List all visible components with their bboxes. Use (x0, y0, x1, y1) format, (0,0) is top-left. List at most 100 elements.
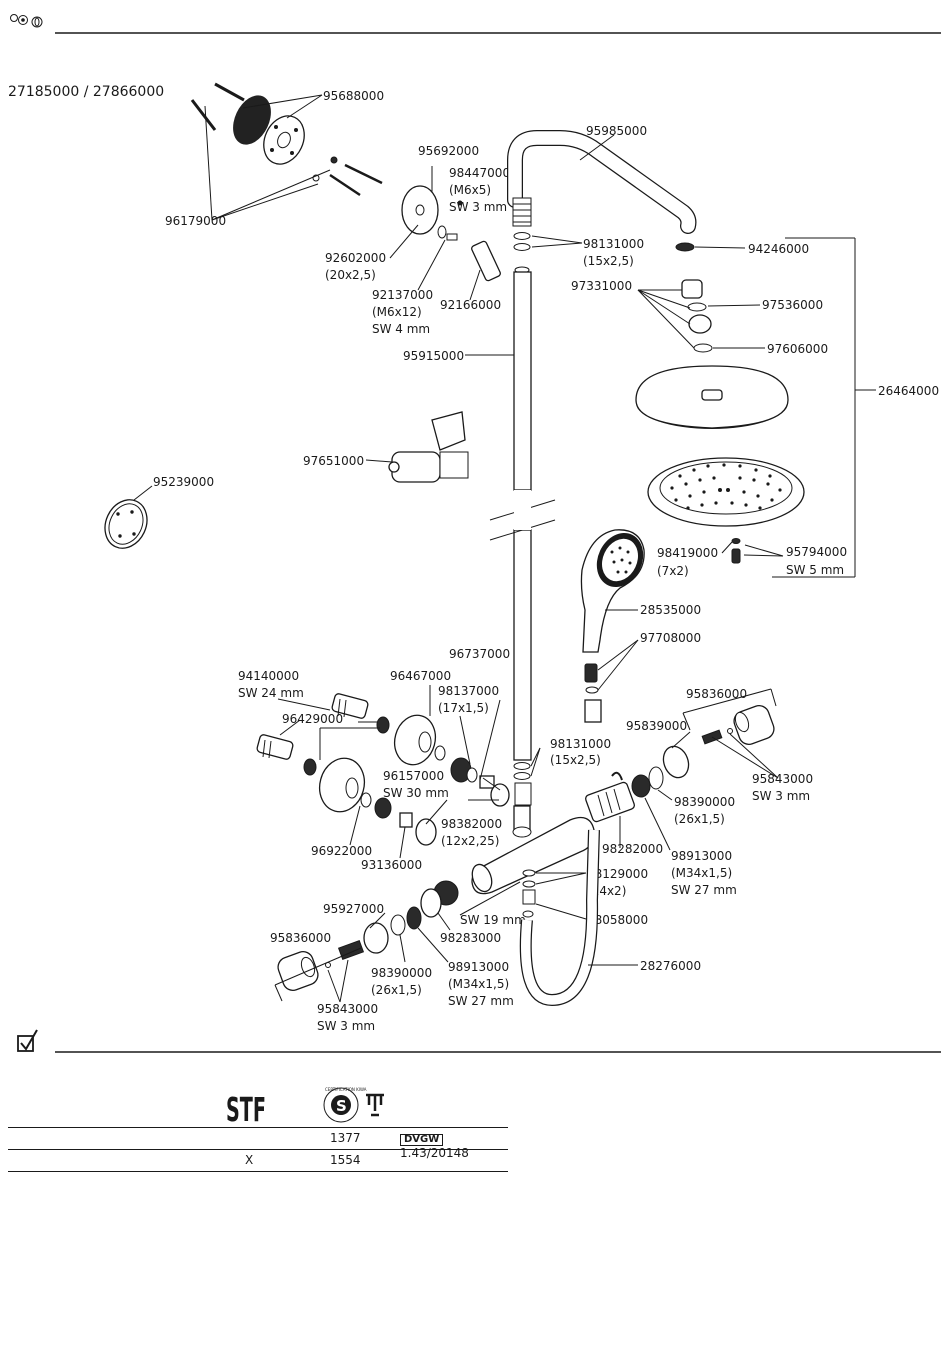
label-98131000-top-size: (15x2,5) (583, 254, 634, 268)
label-98447000-sw: SW 3 mm (449, 200, 507, 214)
kiwa-logo: S CERTIFICATION KIWA (323, 1087, 384, 1123)
label-98382000-size: (12x2,25) (441, 834, 499, 848)
dvgw-cell: DVGW1.43/20148 (400, 1131, 508, 1160)
label-96157000-sw: SW 30 mm (383, 786, 449, 800)
stf-logo: STF (226, 1090, 266, 1123)
label-98447000-size: (M6x5) (449, 183, 491, 197)
svg-text:STF: STF (226, 1090, 266, 1123)
dvgw-value: 1.43/20148 (400, 1146, 469, 1160)
thermostat-body (471, 805, 595, 918)
overhead-shower-head (635, 365, 805, 527)
wall-bracket-assembly (190, 82, 383, 197)
certification-row-2: X 1554 (8, 1150, 508, 1172)
dvgw-logo: DVGW (400, 1134, 444, 1146)
label-98382000: 98382000 (441, 817, 502, 831)
label-98419000: 98419000 (657, 546, 718, 560)
model-numbers: 27185000 / 27866000 (8, 84, 164, 100)
label-98283000: 98283000 (440, 931, 501, 945)
wall-rose-and-arm-holder (401, 185, 501, 282)
hand-shower (580, 529, 645, 653)
overhead-shower-connector (675, 242, 713, 353)
label-94246000: 94246000 (748, 242, 809, 256)
label-92137000: 92137000 (372, 288, 433, 302)
label-92602000: 92602000 (325, 251, 386, 265)
kiwa-value: 1554 (330, 1153, 361, 1167)
label-98447000: 98447000 (449, 166, 510, 180)
label-98390000-left-size: (26x1,5) (371, 983, 422, 997)
label-98058000: 98058000 (587, 913, 648, 927)
hand-shower-connector (584, 663, 602, 723)
riser-pipe (489, 266, 556, 806)
label-98137000: 98137000 (438, 684, 499, 698)
label-92166000: 92166000 (440, 298, 501, 312)
label-98913000-right-sw: SW 27 mm (671, 883, 737, 897)
label-95836000-left: 95836000 (270, 931, 331, 945)
label-98913000-left-sw: SW 27 mm (448, 994, 514, 1008)
label-97331000: 97331000 (571, 279, 632, 293)
label-98390000-right: 98390000 (674, 795, 735, 809)
label-26464000: 26464000 (878, 384, 939, 398)
label-98419000-size: (7x2) (657, 564, 689, 578)
label-95843000-left-sw: SW 3 mm (317, 1019, 375, 1033)
right-handle-assembly (585, 705, 775, 823)
label-98137000-size: (17x1,5) (438, 701, 489, 715)
label-95843000-left: 95843000 (317, 1002, 378, 1016)
label-96429000: 96429000 (282, 712, 343, 726)
label-28535000: 28535000 (640, 603, 701, 617)
label-95794000-sw: SW 5 mm (786, 563, 844, 577)
label-95692000: 95692000 (418, 144, 479, 158)
overhead-set-screw (731, 538, 741, 564)
label-95843000-right-sw: SW 3 mm (752, 789, 810, 803)
label-98282000: 98282000 (602, 842, 663, 856)
kiwa-value: 1377 (330, 1131, 361, 1145)
label-98390000-left: 98390000 (371, 966, 432, 980)
label-98131000-mid: 98131000 (550, 737, 611, 751)
label-sw19: SW 19 mm (460, 913, 526, 927)
label-97606000: 97606000 (767, 342, 828, 356)
label-96157000: 96157000 (383, 769, 444, 783)
label-92602000-size: (20x2,5) (325, 268, 376, 282)
label-95688000: 95688000 (323, 89, 384, 103)
svg-text:S: S (336, 1097, 347, 1115)
svg-text:CERTIFICATION KIWA: CERTIFICATION KIWA (325, 1087, 367, 1092)
label-94140000: 94140000 (238, 669, 299, 683)
label-95836000-right: 95836000 (686, 687, 747, 701)
certification-logos-row: STF S CERTIFICATION KIWA (8, 1085, 508, 1128)
label-95985000: 95985000 (586, 124, 647, 138)
wall-disc (104, 499, 148, 549)
left-handle-assembly (277, 880, 459, 991)
label-96179000: 96179000 (165, 214, 226, 228)
label-96737000: 96737000 (449, 647, 510, 661)
shower-holder-slider (388, 411, 469, 483)
stf-value: X (245, 1153, 254, 1167)
label-95794000: 95794000 (786, 545, 847, 559)
label-28276000: 28276000 (640, 959, 701, 973)
label-98913000-left-size: (M34x1,5) (448, 977, 509, 991)
label-98913000-right-size: (M34x1,5) (671, 866, 732, 880)
label-98913000-left: 98913000 (448, 960, 509, 974)
label-92137000-size: (M6x12) (372, 305, 422, 319)
label-95927000: 95927000 (323, 902, 384, 916)
label-98131000-top: 98131000 (583, 237, 644, 251)
label-97536000: 97536000 (762, 298, 823, 312)
label-96922000: 96922000 (311, 844, 372, 858)
label-97651000: 97651000 (303, 454, 364, 468)
label-94140000-sw: SW 24 mm (238, 686, 304, 700)
shower-arm (507, 130, 697, 251)
wall-connections (256, 693, 510, 846)
shower-hose (519, 829, 600, 1007)
label-96467000: 96467000 (390, 669, 451, 683)
label-93136000: 93136000 (361, 858, 422, 872)
label-95239000: 95239000 (153, 475, 214, 489)
label-98390000-right-size: (26x1,5) (674, 812, 725, 826)
label-98129000: 98129000 (587, 867, 648, 881)
checkbox-icon (17, 1029, 38, 1052)
label-92137000-sw: SW 4 mm (372, 322, 430, 336)
label-98131000-mid-size: (15x2,5) (550, 753, 601, 767)
label-95839000: 95839000 (626, 719, 687, 733)
certification-row-1: 1377 DVGW1.43/20148 (8, 1128, 508, 1160)
spare-parts-icon (10, 14, 43, 28)
label-98913000-right: 98913000 (671, 849, 732, 863)
certification-table: STF S CERTIFICATION KIWA 1377 DVGW1.43/2… (8, 1085, 508, 1172)
